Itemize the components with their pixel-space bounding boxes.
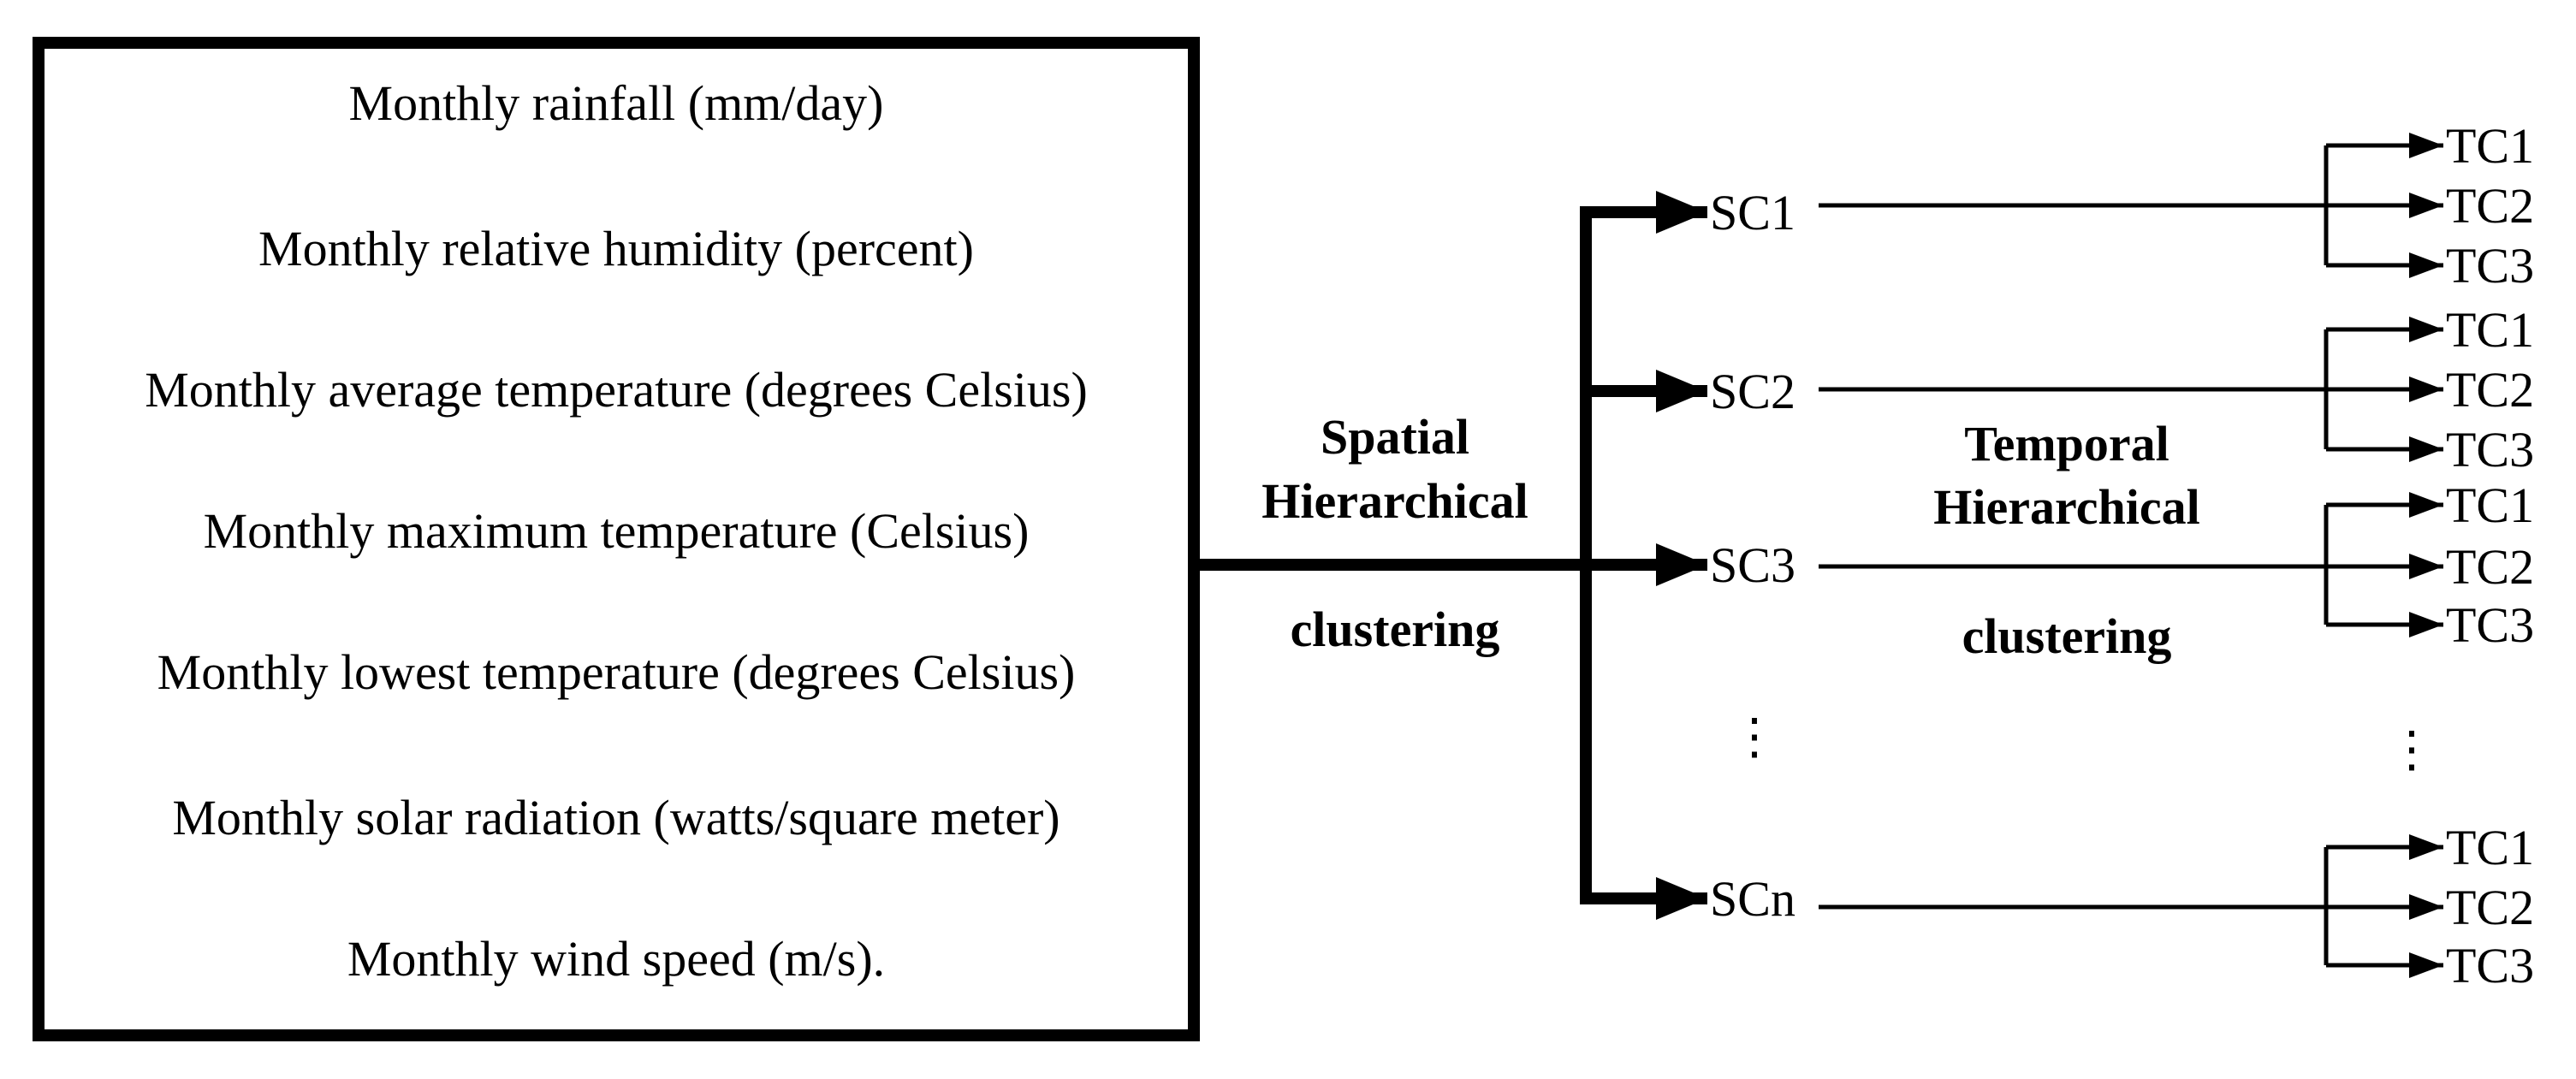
spatial-cluster-sc1: SC1	[1710, 185, 1795, 240]
spatial-label: Spatial Hierarchical clustering	[1261, 409, 1528, 657]
temporal-cluster-sc3-tc1: TC1	[2446, 477, 2534, 533]
variable-humidity: Monthly relative humidity (percent)	[258, 221, 974, 276]
temporal-label: Temporal Hierarchical clustering	[1933, 416, 2199, 664]
temporal-cluster-sc1-tc3: TC3	[2446, 238, 2534, 293]
temporal-cluster-sc1-tc2: TC2	[2446, 178, 2534, 234]
temporal-cluster-sc3-tc3: TC3	[2446, 597, 2534, 653]
spatial-ellipsis: ⋮	[1730, 708, 1779, 764]
variable-rainfall: Monthly rainfall (mm/day)	[349, 75, 884, 131]
spatial-label-line1: Spatial	[1321, 409, 1469, 465]
spatial-cluster-scn: SCn	[1710, 871, 1795, 927]
variables-box	[33, 37, 1200, 1041]
temporal-cluster-sc2-tc3: TC3	[2446, 422, 2534, 477]
variable-average-temperature: Monthly average temperature (degrees Cel…	[145, 362, 1088, 418]
temporal-cluster-sc3-tc2: TC2	[2446, 539, 2534, 595]
temporal-cluster-scn-tc1: TC1	[2446, 820, 2534, 875]
temporal-cluster-sc1-tc1: TC1	[2446, 118, 2534, 174]
spatial-label-line3: clustering	[1291, 602, 1500, 657]
variable-solar-radiation: Monthly solar radiation (watts/square me…	[172, 790, 1059, 845]
temporal-label-line3: clustering	[1962, 608, 2172, 664]
spatial-cluster-sc2: SC2	[1710, 364, 1795, 419]
temporal-ellipsis: ⋮	[2387, 721, 2437, 777]
temporal-cluster-sc2-tc1: TC1	[2446, 302, 2534, 358]
temporal-label-line2: Hierarchical	[1933, 479, 2199, 535]
variables-list: Monthly rainfall (mm/day) Monthly relati…	[145, 75, 1088, 987]
temporal-cluster-sc2-tc2: TC2	[2446, 362, 2534, 418]
spatial-cluster-nodes: SC1 SC2 SC3 SCn ⋮	[1710, 185, 1795, 927]
temporal-label-line1: Temporal	[1964, 416, 2169, 471]
variable-wind-speed: Monthly wind speed (m/s).	[347, 931, 885, 987]
spatial-cluster-sc3: SC3	[1710, 537, 1795, 593]
variable-maximum-temperature: Monthly maximum temperature (Celsius)	[204, 503, 1030, 559]
spatial-label-line2: Hierarchical	[1261, 473, 1528, 529]
spatial-connectors	[1200, 191, 1707, 920]
variable-lowest-temperature: Monthly lowest temperature (degrees Cels…	[157, 644, 1076, 700]
temporal-cluster-scn-tc2: TC2	[2446, 880, 2534, 935]
temporal-cluster-scn-tc3: TC3	[2446, 938, 2534, 993]
